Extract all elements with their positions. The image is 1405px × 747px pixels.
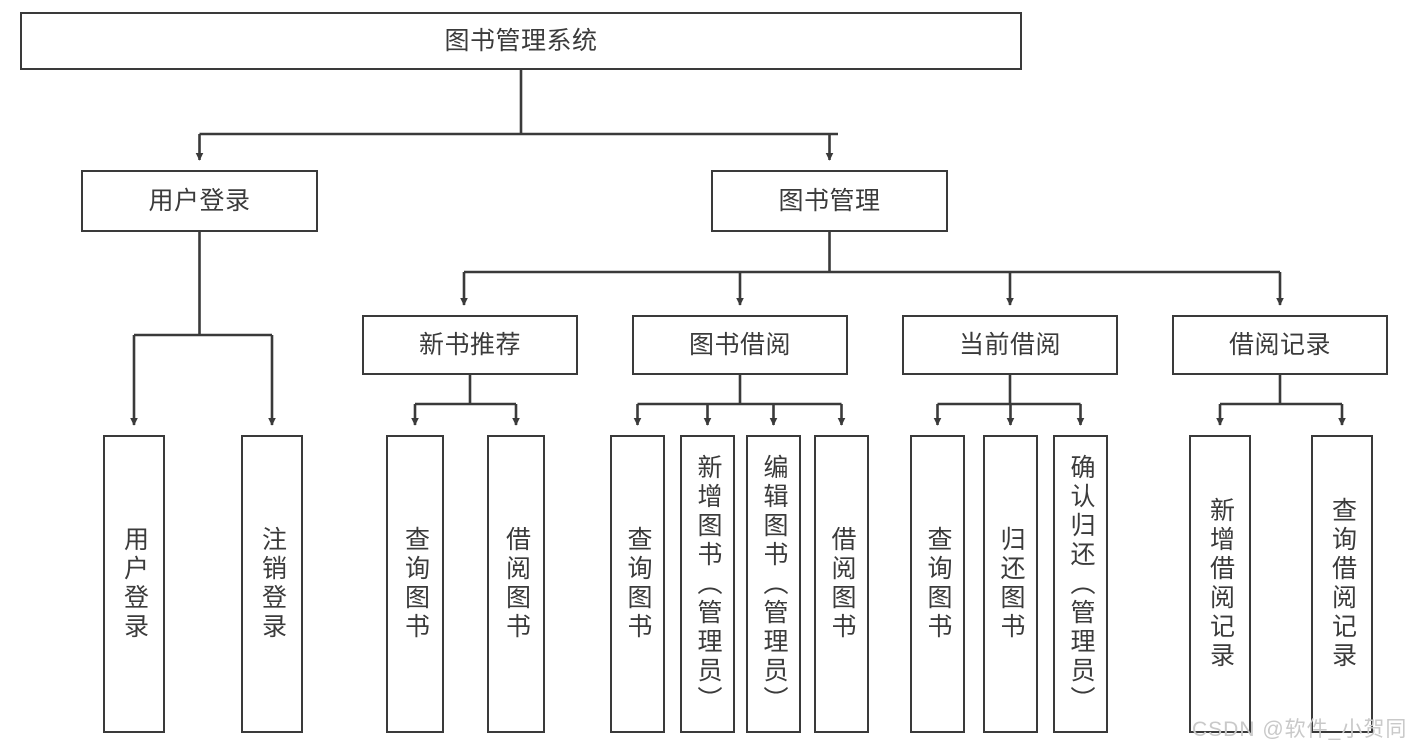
node-leaf-return-book[interactable]: 归还图书	[983, 435, 1038, 733]
node-leaf-confirm-return-admin[interactable]: 确认归还（管理员）	[1053, 435, 1108, 733]
node-new-book-recommend[interactable]: 新书推荐	[362, 315, 578, 375]
node-leaf-query-book-2[interactable]: 查询图书	[610, 435, 665, 733]
node-leaf-add-book-admin[interactable]: 新增图书（管理员）	[680, 435, 735, 733]
node-leaf-query-book-1[interactable]: 查询图书	[386, 435, 444, 733]
node-leaf-edit-book-admin[interactable]: 编辑图书（管理员）	[746, 435, 801, 733]
node-current-borrow[interactable]: 当前借阅	[902, 315, 1118, 375]
node-book-borrow[interactable]: 图书借阅	[632, 315, 848, 375]
node-user-login[interactable]: 用户登录	[81, 170, 318, 232]
node-label: 用户登录	[148, 186, 251, 215]
node-label: 用户登录	[120, 526, 149, 642]
node-book-management[interactable]: 图书管理	[711, 170, 948, 232]
node-label: 借阅图书	[828, 526, 856, 642]
node-label: 当前借阅	[958, 330, 1061, 359]
node-label: 查询借阅记录	[1328, 497, 1357, 671]
node-label: 编辑图书（管理员）	[760, 453, 788, 715]
node-label: 图书管理	[778, 186, 881, 215]
node-label: 新增图书（管理员）	[694, 453, 722, 715]
node-leaf-borrow-book-1[interactable]: 借阅图书	[487, 435, 545, 733]
node-leaf-user-login[interactable]: 用户登录	[103, 435, 165, 733]
node-label: 注销登录	[258, 526, 287, 642]
node-leaf-borrow-book-2[interactable]: 借阅图书	[814, 435, 869, 733]
node-leaf-query-borrow-record[interactable]: 查询借阅记录	[1311, 435, 1373, 733]
node-label: 图书借阅	[688, 330, 791, 359]
node-label: 查询图书	[924, 526, 952, 642]
node-label: 新增借阅记录	[1206, 497, 1235, 671]
node-book-management-system[interactable]: 图书管理系统	[20, 12, 1022, 70]
node-label: 归还图书	[997, 526, 1025, 642]
node-label: 查询图书	[401, 526, 430, 642]
node-label: 确认归还（管理员）	[1067, 453, 1095, 715]
node-leaf-query-book-3[interactable]: 查询图书	[910, 435, 965, 733]
node-label: 图书管理系统	[444, 26, 598, 55]
node-leaf-add-borrow-record[interactable]: 新增借阅记录	[1189, 435, 1251, 733]
node-leaf-logout[interactable]: 注销登录	[241, 435, 303, 733]
node-label: 借阅记录	[1228, 330, 1331, 359]
node-label: 新书推荐	[418, 330, 521, 359]
node-label: 借阅图书	[502, 526, 531, 642]
node-borrow-record[interactable]: 借阅记录	[1172, 315, 1388, 375]
node-label: 查询图书	[624, 526, 652, 642]
